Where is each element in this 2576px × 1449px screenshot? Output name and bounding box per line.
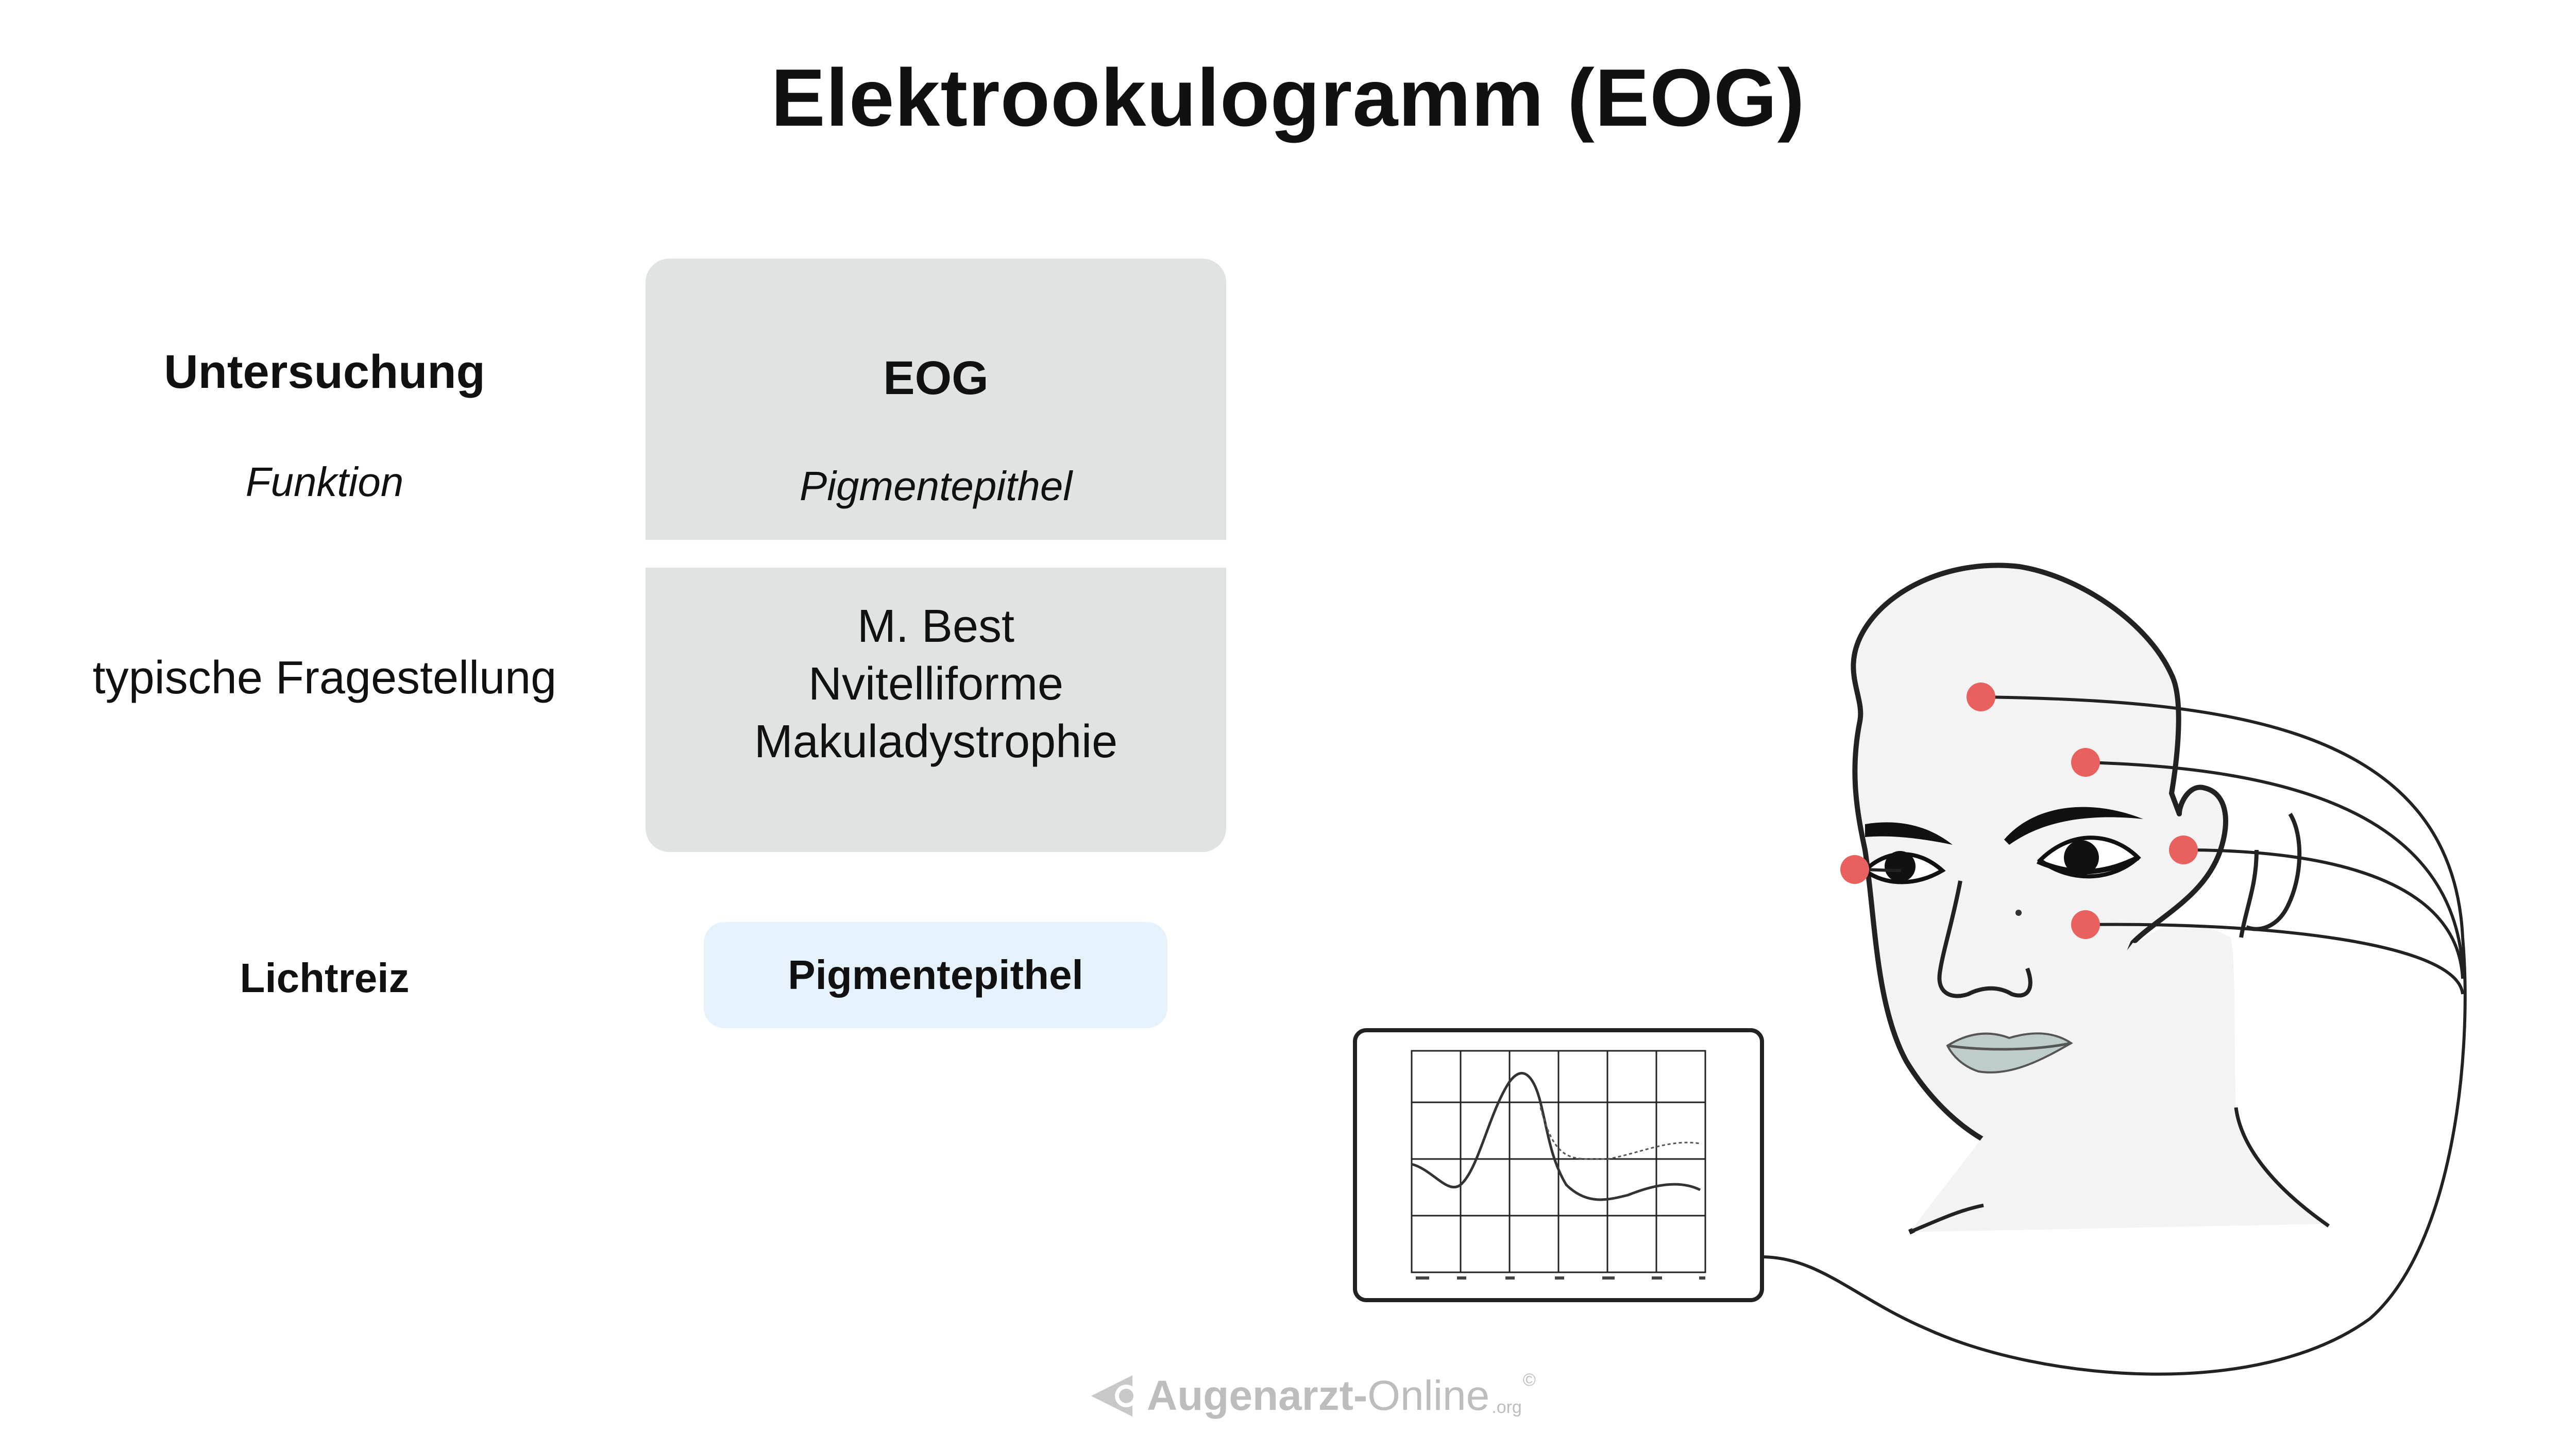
electrode-brow xyxy=(2071,748,2100,777)
question-card: M. Best Nvitelliforme Makuladystrophie xyxy=(646,568,1226,852)
exam-card: EOG Pigmentepithel xyxy=(646,259,1226,540)
eog-waveform xyxy=(1411,1072,1701,1201)
left-eyebrow-icon xyxy=(1865,822,1953,845)
logo-suffix: .org xyxy=(1492,1397,1522,1417)
monitor-grid xyxy=(1411,1050,1706,1273)
electrode-forehead xyxy=(1967,683,1995,711)
question-line: Makuladystrophie xyxy=(754,716,1118,768)
row-label-untersuchung: Untersuchung xyxy=(164,346,485,398)
logo-text-regular: Online xyxy=(1367,1372,1490,1419)
row-label-fragestellung: typische Fragestellung xyxy=(92,652,557,704)
brand-logo: Augenarzt- Online .org © xyxy=(1086,1365,1536,1427)
logo-copyright: © xyxy=(1522,1370,1536,1390)
row-label-funktion: Funktion xyxy=(245,459,404,505)
question-line: M. Best xyxy=(857,601,1015,652)
electrode-cables xyxy=(1761,695,2467,1376)
exam-name: EOG xyxy=(883,352,989,404)
page-title: Elektrookulogramm (EOG) xyxy=(771,53,1805,143)
logo-text-bold: Augenarzt- xyxy=(1147,1372,1368,1419)
right-eyebrow-icon xyxy=(2004,807,2143,845)
nose-icon xyxy=(1937,880,2032,998)
electrode-cheek xyxy=(2071,910,2100,939)
question-line: Nvitelliforme xyxy=(808,658,1064,710)
eog-monitor xyxy=(1353,1028,1764,1302)
row-label-lichtreiz: Lichtreiz xyxy=(240,955,410,1001)
exam-function: Pigmentepithel xyxy=(799,463,1073,509)
electrode-dots xyxy=(1840,683,2198,939)
electrode-temple xyxy=(2169,836,2198,864)
monitor-axis-ticks xyxy=(1416,1276,1705,1280)
electrode-inner-canthus xyxy=(1840,855,1869,884)
eye-logo-icon xyxy=(1091,1375,1138,1417)
stimulus-box: Pigmentepithel xyxy=(704,922,1167,1028)
